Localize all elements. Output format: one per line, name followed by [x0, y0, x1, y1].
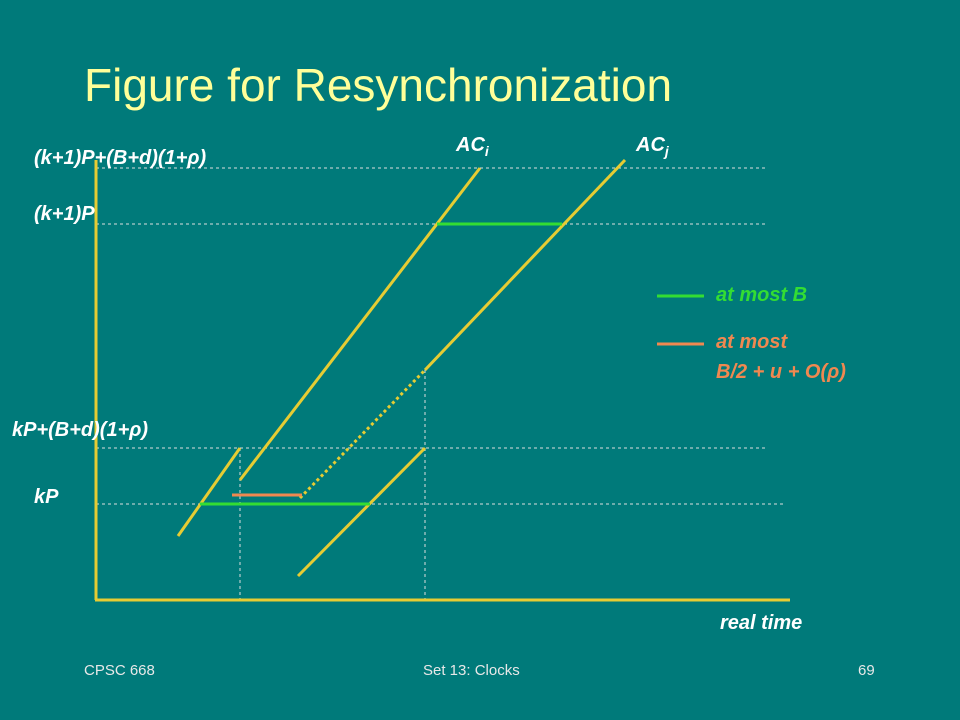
clock-j-upper-segment	[423, 158, 627, 372]
slide-title: Figure for Resynchronization	[84, 59, 673, 111]
clock-i-lower-segment	[176, 447, 242, 537]
label-clock-j: ACj	[636, 134, 669, 159]
clock-j-dotted-segment	[298, 368, 427, 500]
label-top-level: (k+1)P	[34, 203, 95, 225]
clock-j-lower-segment	[296, 446, 427, 578]
footer-set: Set 13: Clocks	[423, 662, 520, 679]
x-axis-label: real time	[720, 612, 803, 634]
legend-green-text: at most B	[716, 284, 808, 306]
clock-i-upper-segment	[238, 167, 482, 481]
label-bottom-bound: kP+(B+d)(1+ρ)	[12, 419, 149, 441]
legend-orange-text-line1: at most	[716, 331, 788, 353]
label-clock-j-sub: j	[664, 143, 669, 159]
label-bottom-level: kP	[34, 486, 59, 508]
label-clock-j-base: AC	[636, 134, 665, 156]
label-clock-i-sub: i	[484, 143, 489, 159]
label-clock-i-base: AC	[456, 134, 485, 156]
footer-page-number: 69	[858, 662, 875, 679]
footer-course: CPSC 668	[84, 662, 155, 679]
legend-orange-text-line2: B/2 + u + O(ρ)	[716, 361, 846, 383]
label-top-bound: (k+1)P+(B+d)(1+ρ)	[34, 147, 207, 169]
label-clock-i: ACi	[456, 134, 489, 159]
